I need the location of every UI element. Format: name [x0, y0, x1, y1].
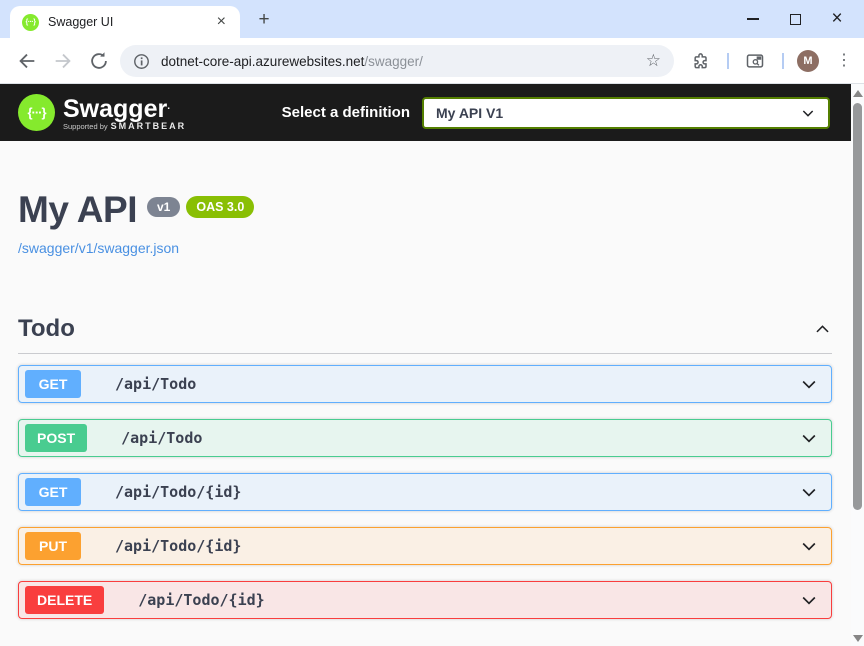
definition-select-value: My API V1 — [436, 104, 504, 121]
side-panel-search-icon[interactable] — [745, 51, 765, 71]
site-info-icon[interactable] — [133, 53, 150, 70]
spec-json-link[interactable]: /swagger/v1/swagger.json — [18, 240, 180, 256]
reload-icon[interactable] — [88, 50, 110, 72]
chevron-down-icon[interactable] — [799, 482, 819, 502]
new-tab-button[interactable]: + — [258, 9, 270, 30]
bookmark-star-icon[interactable]: ☆ — [645, 51, 661, 70]
maximize-button[interactable] — [774, 0, 816, 38]
address-bar[interactable]: dotnet-core-api.azurewebsites.net/swagge… — [120, 45, 674, 77]
swagger-content: My API v1 OAS 3.0 /swagger/v1/swagger.js… — [0, 141, 864, 646]
swagger-wordmark: Swagger. — [63, 95, 170, 123]
op-path: /api/Todo — [121, 429, 203, 447]
select-definition-label: Select a definition — [281, 104, 410, 121]
op-path: /api/Todo/{id} — [115, 537, 242, 555]
chevron-down-icon[interactable] — [799, 374, 819, 394]
op-path: /api/Todo — [115, 375, 197, 393]
page-scrollbar[interactable] — [851, 84, 864, 646]
url-text[interactable]: dotnet-core-api.azurewebsites.net/swagge… — [161, 54, 643, 69]
toolbar-separator — [727, 53, 729, 69]
scrollbar-down-arrow-icon[interactable] — [852, 635, 863, 642]
tag-section-title: Todo — [18, 315, 75, 342]
operation-row[interactable]: GET /api/Todo/{id} — [18, 473, 832, 511]
window-controls: × — [732, 0, 858, 38]
operation-row[interactable]: PUT /api/Todo/{id} — [18, 527, 832, 565]
minimize-icon — [747, 18, 759, 20]
url-host: dotnet-core-api.azurewebsites.net — [161, 53, 365, 69]
back-icon[interactable] — [16, 50, 38, 72]
op-path: /api/Todo/{id} — [138, 591, 265, 609]
definition-select[interactable]: My API V1 — [422, 96, 830, 129]
api-title-line: My API v1 OAS 3.0 — [18, 191, 864, 229]
forward-icon[interactable] — [52, 50, 74, 72]
method-badge: GET — [25, 370, 81, 398]
tag-section-header[interactable]: Todo — [18, 315, 832, 354]
scrollbar-thumb[interactable] — [853, 103, 862, 510]
close-button[interactable]: × — [831, 8, 843, 29]
operations-list: GET /api/Todo POST /api/Todo GET /api/To… — [18, 365, 832, 619]
browser-toolbar: dotnet-core-api.azurewebsites.net/swagge… — [0, 38, 864, 84]
minimize-button[interactable] — [732, 0, 774, 38]
op-path: /api/Todo/{id} — [115, 483, 242, 501]
tab-strip: {···} Swagger UI × + × — [0, 0, 864, 38]
url-path: /swagger/ — [364, 53, 423, 69]
method-badge: PUT — [25, 532, 81, 560]
chevron-down-icon — [802, 109, 814, 117]
smartbear-label: SMARTBEAR — [110, 121, 187, 131]
profile-avatar[interactable]: M — [797, 49, 819, 72]
trademark-dot: . — [167, 101, 170, 112]
oas-badge: OAS 3.0 — [186, 196, 255, 218]
browser-menu-icon[interactable]: ⋮ — [836, 52, 852, 69]
toolbar-separator — [782, 53, 784, 69]
tab-title: Swagger UI — [48, 15, 114, 29]
tab-close-icon[interactable]: × — [216, 13, 226, 30]
scrollbar-up-arrow-icon[interactable] — [852, 90, 863, 97]
extensions-icon[interactable] — [691, 51, 711, 71]
browser-tab[interactable]: {···} Swagger UI × — [10, 6, 240, 38]
chevron-down-icon[interactable] — [799, 428, 819, 448]
chevron-down-icon[interactable] — [799, 590, 819, 610]
chevron-up-icon[interactable] — [813, 320, 832, 339]
operation-row[interactable]: GET /api/Todo — [18, 365, 832, 403]
api-title: My API — [18, 189, 137, 230]
method-badge: DELETE — [25, 586, 105, 614]
chevron-down-icon[interactable] — [799, 536, 819, 556]
version-badge: v1 — [146, 197, 181, 217]
maximize-icon — [789, 13, 801, 25]
operation-row[interactable]: DELETE /api/Todo/{id} — [18, 581, 832, 619]
swagger-logo-icon: {···} — [18, 94, 55, 131]
method-badge: POST — [25, 424, 88, 452]
method-badge: GET — [25, 478, 81, 506]
swagger-favicon-icon: {···} — [22, 13, 39, 31]
operation-row[interactable]: POST /api/Todo — [18, 419, 832, 457]
